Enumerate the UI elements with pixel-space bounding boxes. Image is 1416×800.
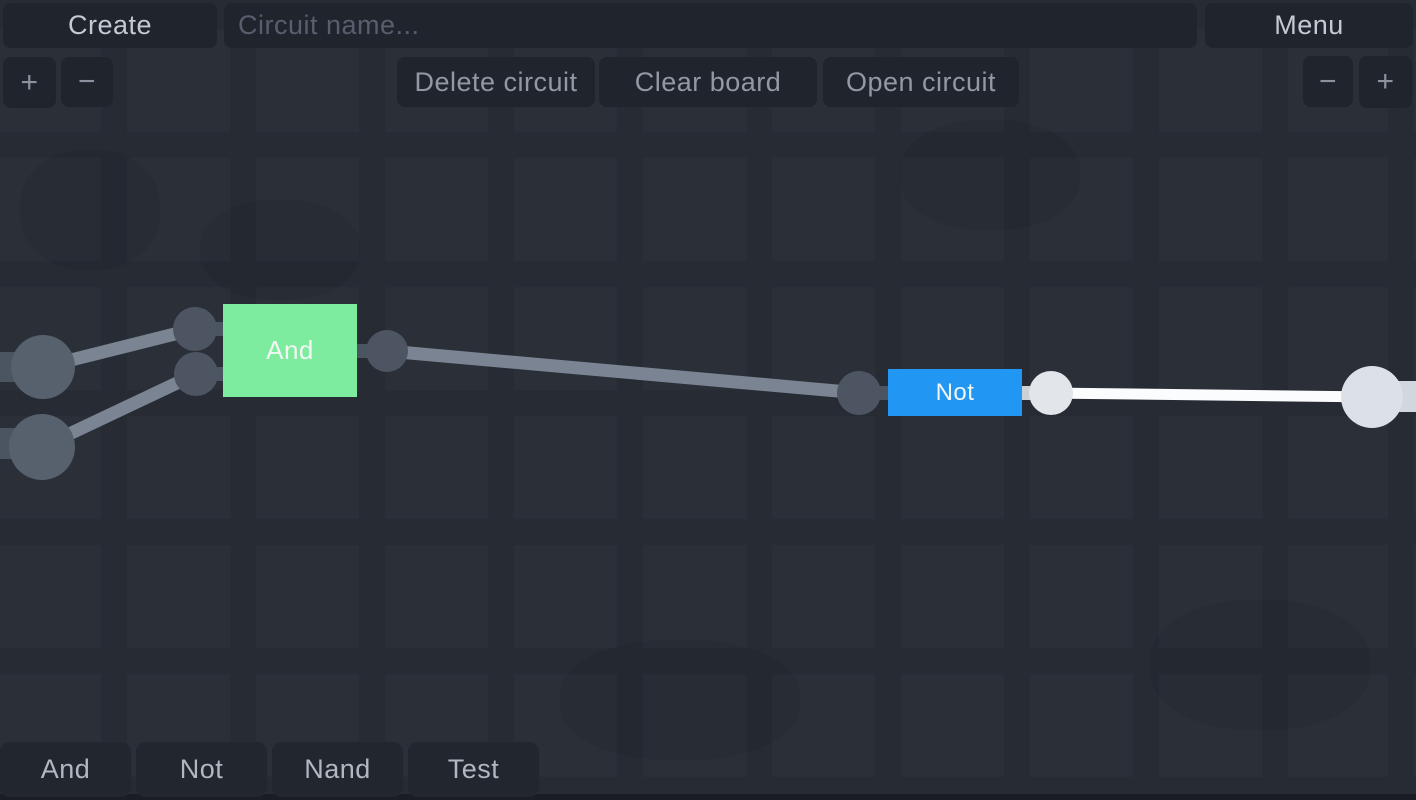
output-node[interactable] <box>1341 366 1403 428</box>
clear-board-button[interactable]: Clear board <box>599 57 817 107</box>
create-button[interactable]: Create <box>3 3 217 48</box>
palette-item-and[interactable]: And <box>0 742 131 797</box>
menu-button-label: Menu <box>1274 10 1344 40</box>
clear-board-label: Clear board <box>634 66 782 97</box>
zoom-in-button-left[interactable]: + <box>3 57 56 108</box>
texture-blob <box>900 120 1080 230</box>
zoom-out-button-left[interactable]: − <box>61 57 113 107</box>
zoom-out-button-right[interactable]: − <box>1303 56 1353 107</box>
palette-item-label: Nand <box>304 754 371 784</box>
and-gate-label: And <box>266 335 314 365</box>
not-gate-label: Not <box>935 378 975 406</box>
bottom-strip <box>0 794 1416 800</box>
open-circuit-button[interactable]: Open circuit <box>823 57 1019 107</box>
palette-item-label: Test <box>447 754 500 784</box>
and-output-node[interactable] <box>366 330 408 372</box>
texture-blob <box>20 150 160 270</box>
wire-not-to-output[interactable] <box>1050 387 1373 403</box>
not-gate[interactable]: Not <box>888 369 1022 416</box>
not-output-node[interactable] <box>1029 371 1073 415</box>
texture-blob <box>560 640 800 760</box>
menu-button[interactable]: Menu <box>1205 3 1413 48</box>
zoom-in-button-right[interactable]: + <box>1359 56 1412 108</box>
palette-item-not[interactable]: Not <box>136 742 267 797</box>
minus-icon: − <box>77 65 97 98</box>
palette-item-nand[interactable]: Nand <box>272 742 403 797</box>
delete-circuit-label: Delete circuit <box>414 66 578 97</box>
plus-icon: + <box>1376 65 1395 98</box>
open-circuit-label: Open circuit <box>845 66 997 97</box>
delete-circuit-button[interactable]: Delete circuit <box>397 57 595 107</box>
wire-and-to-not[interactable] <box>386 344 860 400</box>
not-input-node[interactable] <box>837 371 881 415</box>
plus-icon: + <box>20 65 39 99</box>
palette-item-label: And <box>40 754 91 784</box>
and-output-pin <box>355 344 369 358</box>
and-input-node-1[interactable] <box>173 307 217 351</box>
create-button-label: Create <box>67 10 153 40</box>
input-node-1[interactable] <box>11 335 75 399</box>
texture-blob <box>200 200 360 300</box>
circuit-name-input[interactable] <box>224 3 1197 48</box>
palette-item-test[interactable]: Test <box>408 742 539 797</box>
minus-icon: − <box>1318 64 1338 98</box>
and-input-node-2[interactable] <box>174 352 218 396</box>
and-gate[interactable]: And <box>223 304 357 397</box>
output-pin-stub <box>1398 381 1416 412</box>
palette-item-label: Not <box>179 754 224 784</box>
texture-blob <box>1150 600 1370 730</box>
input-node-2[interactable] <box>9 414 75 480</box>
